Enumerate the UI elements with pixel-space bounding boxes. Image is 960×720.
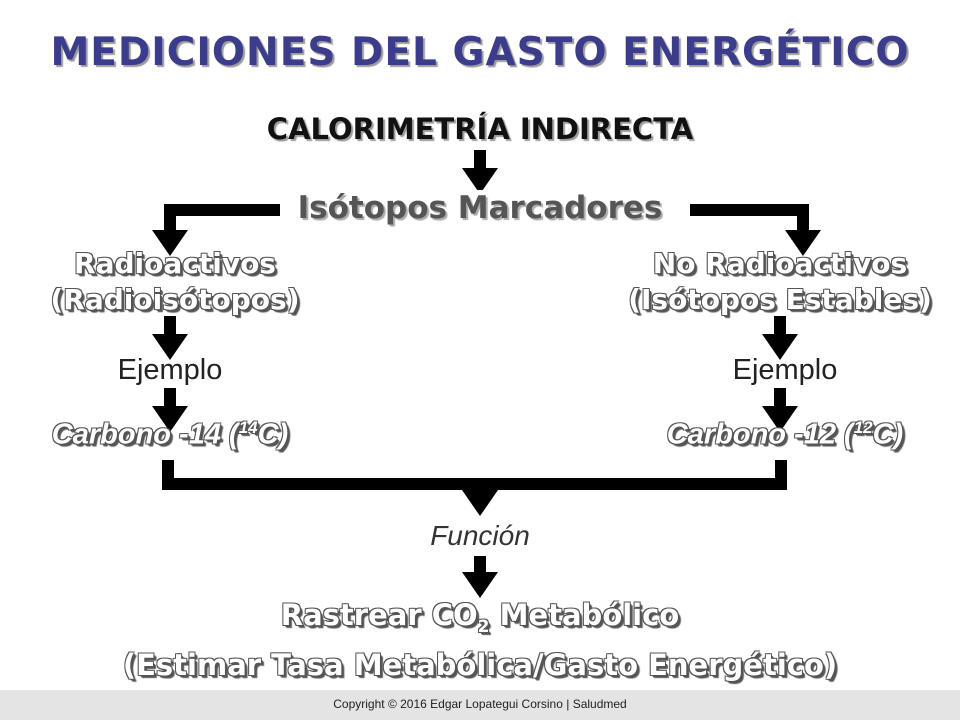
node-no-radioactivos: No Radioactivos (Isótopos Estables) bbox=[610, 246, 950, 318]
node-no-radioactivos-line1: No Radioactivos bbox=[652, 247, 908, 280]
node-rastrear-line1: Rastrear CO2 Metabólico bbox=[0, 596, 960, 646]
node-rastrear: Rastrear CO2 Metabólico (Estimar Tasa Me… bbox=[0, 596, 960, 684]
arrow-radio-ejemplo bbox=[152, 316, 188, 360]
arrow-root-isotopos bbox=[462, 150, 498, 194]
carbono-12-suffix: C) bbox=[872, 418, 904, 451]
arrow-ejemplo-carbon14 bbox=[152, 388, 188, 432]
carbono-14-suffix: C) bbox=[257, 418, 289, 451]
arrow-merge bbox=[162, 460, 787, 516]
carbono-12-superscript: 12 bbox=[853, 418, 873, 437]
arrow-branch-left bbox=[152, 204, 285, 256]
node-estimar: (Estimar Tasa Metabólica/Gasto Energétic… bbox=[122, 647, 838, 682]
node-radioactivos-line1: Radioactivos bbox=[74, 247, 276, 280]
node-no-radioactivos-line2: (Isótopos Estables) bbox=[628, 283, 932, 316]
node-ejemplo-left: Ejemplo bbox=[117, 354, 223, 386]
node-ejemplo-right: Ejemplo bbox=[732, 354, 838, 386]
node-carbono-12: Carbono -12 (12C) bbox=[635, 418, 935, 452]
rastrear-prefix: Rastrear CO bbox=[280, 598, 478, 632]
node-carbono-14: Carbono -14 (14C) bbox=[20, 418, 320, 452]
rastrear-subscript: 2 bbox=[477, 616, 490, 637]
node-calorimetria: CALORIMETRÍA INDIRECTA bbox=[266, 112, 694, 146]
copyright-text: Copyright © 2016 Edgar Lopategui Corsino… bbox=[333, 697, 627, 711]
arrow-ejemplo-carbon12 bbox=[762, 388, 798, 432]
carbono-14-superscript: 14 bbox=[238, 418, 258, 437]
node-funcion: Función bbox=[430, 520, 530, 551]
footer-bar: Copyright © 2016 Edgar Lopategui Corsino… bbox=[0, 690, 960, 720]
arrow-funcion-rastrear bbox=[462, 556, 498, 598]
node-radioactivos: Radioactivos (Radioisótopos) bbox=[20, 246, 330, 318]
node-radioactivos-line2: (Radioisótopos) bbox=[50, 283, 300, 316]
arrow-branch-right bbox=[690, 204, 821, 256]
node-isotopos: Isótopos Marcadores bbox=[280, 190, 680, 226]
carbono-14-prefix: Carbono -14 ( bbox=[51, 418, 239, 451]
arrow-noradio-ejemplo bbox=[762, 316, 798, 360]
rastrear-suffix: Metabólico bbox=[489, 598, 680, 632]
page-title: MEDICIONES DEL GASTO ENERGÉTICO bbox=[50, 30, 910, 75]
carbono-12-prefix: Carbono -12 ( bbox=[666, 418, 854, 451]
